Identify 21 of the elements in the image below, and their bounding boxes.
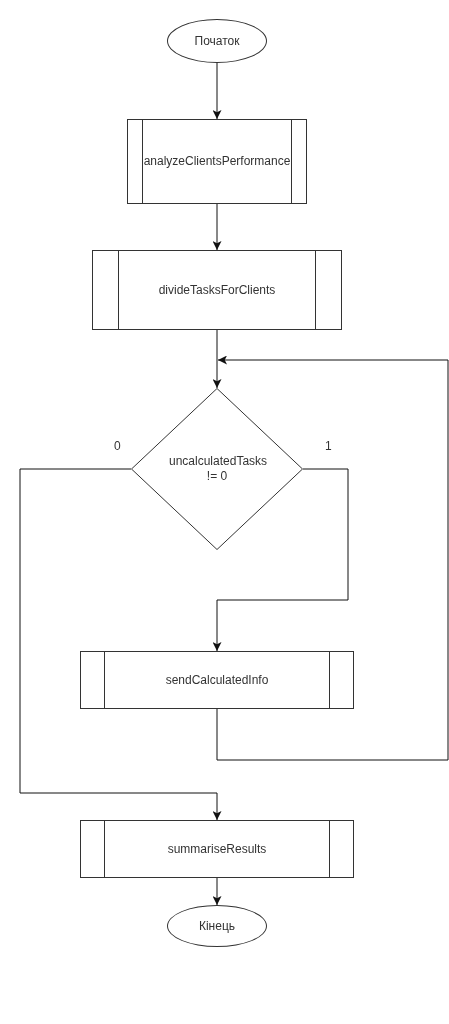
node-label: uncalculatedTasks != 0 [169,454,265,484]
arrow [212,203,222,251]
arrow [212,877,222,906]
arrow [19,468,222,821]
node-label: Кінець [198,918,236,934]
node-label: summariseResults [167,841,267,857]
node-label: divideTasksForClients [158,282,276,298]
arrow [212,62,222,120]
subprocess-box [80,651,354,709]
subprocess-box [80,820,354,878]
arrow [212,468,349,652]
node-label: Початок [194,33,240,49]
arrow [216,355,449,761]
node-label: sendCalculatedInfo [165,672,269,688]
node-label: analyzeClientsPerformance [143,154,291,169]
arrow [212,329,222,389]
edge-label: 1 [323,439,334,453]
decision-diamond [131,388,303,550]
subprocess-box [127,119,307,204]
edge-label: 0 [112,439,123,453]
subprocess-box [92,250,342,330]
